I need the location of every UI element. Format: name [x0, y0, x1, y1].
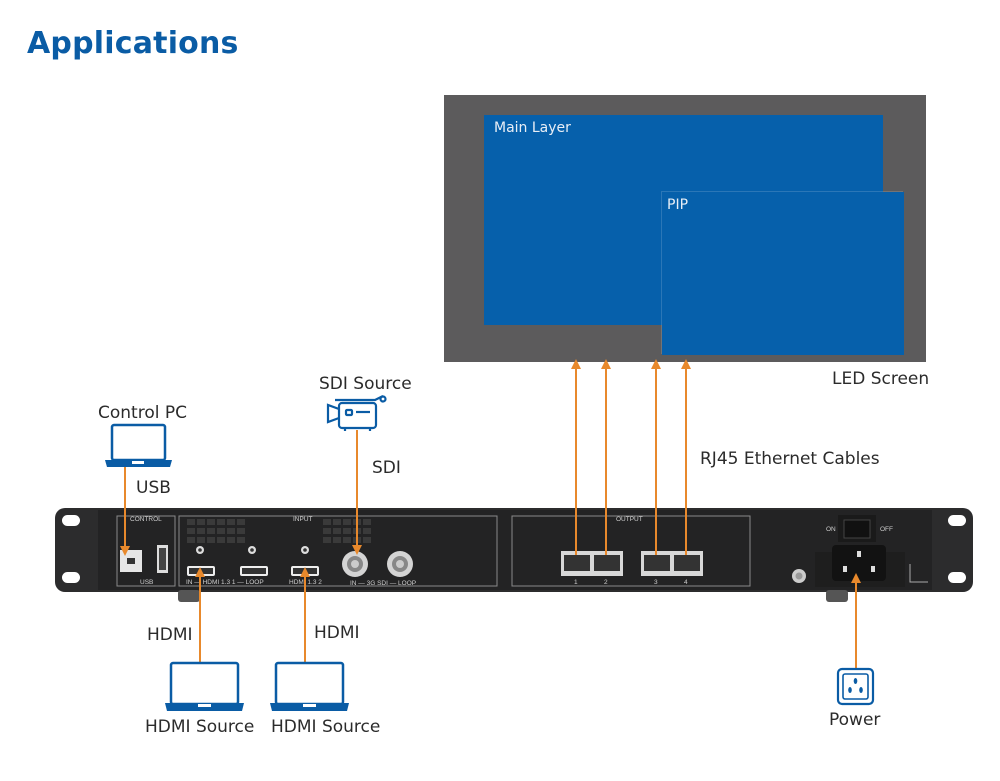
rack-hole	[62, 572, 80, 583]
output-port-number: 2	[604, 579, 608, 586]
laptop-icon	[165, 661, 244, 711]
rack-hole	[948, 515, 966, 526]
sdi-source-label: SDI Source	[319, 374, 412, 394]
pip-layer: PIP	[662, 192, 904, 355]
control-group-label: CONTROL	[130, 516, 162, 523]
output-port-number: 3	[654, 579, 658, 586]
video-camera-icon	[326, 395, 387, 431]
power-label: Power	[829, 710, 881, 730]
pip-label: PIP	[667, 197, 689, 213]
rj45-port-3	[644, 555, 670, 571]
hdmi-source-label-2: HDMI Source	[271, 717, 381, 737]
output-port-number: 4	[684, 579, 688, 586]
hdmi-source-label-1: HDMI Source	[145, 717, 255, 737]
output-port-number: 1	[574, 579, 578, 586]
rack-hole	[62, 515, 80, 526]
main-layer-label: Main Layer	[494, 120, 571, 136]
control-pc-label: Control PC	[98, 403, 187, 423]
input-group-label: INPUT	[293, 516, 313, 523]
rj45-cables-label: RJ45 Ethernet Cables	[700, 449, 880, 469]
switch-off-label: OFF	[880, 526, 893, 533]
rack-hole	[948, 572, 966, 583]
sdi-cable-label: SDI	[372, 458, 401, 478]
rj45-port-4	[674, 555, 700, 571]
laptop-icon	[105, 423, 172, 467]
hdmi-cable-label-2: HDMI	[314, 623, 360, 643]
output-group-label: OUTPUT	[616, 516, 643, 523]
laptop-icon	[270, 661, 349, 711]
rj45-port-2	[594, 555, 620, 571]
video-processor-device	[55, 508, 973, 602]
sdi-port-label: IN — 3G SDI — LOOP	[350, 580, 416, 587]
led-screen-label: LED Screen	[832, 369, 930, 389]
rj45-port-1	[564, 555, 590, 571]
usb-cable-label: USB	[136, 478, 171, 498]
page-title: Applications	[27, 26, 239, 61]
usb-port-label: USB	[140, 579, 153, 586]
power-outlet-icon	[836, 667, 875, 706]
hdmi-cable-label-1: HDMI	[147, 625, 193, 645]
cables	[120, 359, 861, 668]
hdmi1-port-label: IN — HDMI 1.3 1 — LOOP	[186, 579, 264, 586]
power-inlet	[832, 545, 886, 581]
switch-on-label: ON	[826, 526, 836, 533]
